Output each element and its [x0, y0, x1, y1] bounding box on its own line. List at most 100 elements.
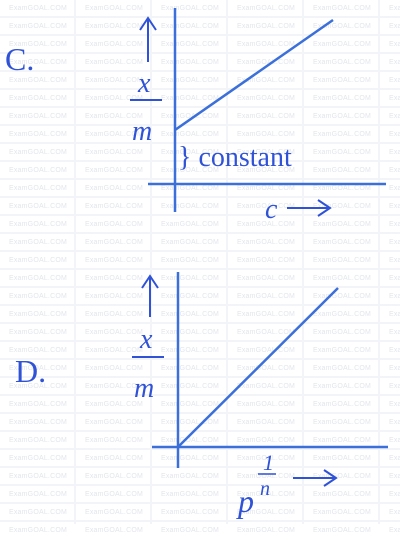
- watermark-text: ExamGOAL.COM: [8, 95, 68, 102]
- watermark-text: ExamGOAL.COM: [312, 221, 372, 228]
- watermark-text: ExamGOAL.COM: [160, 59, 220, 66]
- watermark-text: ExamGOAL.COM: [312, 419, 372, 426]
- watermark-text: ExamGOAL.COM: [160, 185, 220, 192]
- watermark-text: ExamGOAL.COM: [312, 347, 372, 354]
- watermark-text: ExamGOAL.COM: [236, 167, 296, 174]
- watermark-text: ExamGOAL.COM: [312, 473, 372, 480]
- watermark-text: ExamGOAL.COM: [160, 131, 220, 138]
- watermark-text: ExamGOAL.COM: [236, 95, 296, 102]
- watermark-row: ExamGOAL.COM ExamGOAL.COM ExamGOAL.COM Exam…: [0, 450, 400, 468]
- watermark-text: ExamGOAL.COM: [312, 329, 372, 336]
- watermark-text: ExamGOAL.COM: [236, 365, 296, 372]
- y-arrow-up-icon-d: [141, 274, 159, 317]
- watermark-text: ExamGOAL.COM: [388, 77, 400, 84]
- watermark-text: ExamGOAL.COM: [312, 59, 372, 66]
- watermark-text: ExamGOAL.COM: [388, 59, 400, 66]
- watermark-text: ExamGOAL.COM: [388, 275, 400, 282]
- watermark-text: ExamGOAL.COM: [84, 77, 144, 84]
- watermark-text: ExamGOAL.COM: [160, 401, 220, 408]
- watermark-text: ExamGOAL.COM: [388, 203, 400, 210]
- watermark-text: ExamGOAL.COM: [160, 527, 220, 534]
- watermark-text: ExamGOAL.COM: [8, 455, 68, 462]
- watermark-text: ExamGOAL.COM: [84, 131, 144, 138]
- watermark-text: ExamGOAL.COM: [312, 23, 372, 30]
- x-label-fraction-top-d: 1: [263, 450, 274, 475]
- watermark-text: ExamGOAL.COM: [236, 455, 296, 462]
- watermark-text: ExamGOAL.COM: [160, 329, 220, 336]
- watermark-text: ExamGOAL.COM: [312, 401, 372, 408]
- watermark-text: ExamGOAL.COM: [84, 149, 144, 156]
- watermark-text: ExamGOAL.COM: [160, 473, 220, 480]
- watermark-text: ExamGOAL.COM: [236, 473, 296, 480]
- watermark-text: ExamGOAL.COM: [160, 167, 220, 174]
- watermark-text: ExamGOAL.COM: [160, 419, 220, 426]
- plot-line-c: [174, 18, 334, 132]
- watermark-text: ExamGOAL.COM: [388, 23, 400, 30]
- watermark-text: ExamGOAL.COM: [312, 455, 372, 462]
- watermark-text: ExamGOAL.COM: [236, 5, 296, 12]
- watermark-text: ExamGOAL.COM: [84, 221, 144, 228]
- watermark-text: ExamGOAL.COM: [388, 491, 400, 498]
- watermark-text: ExamGOAL.COM: [388, 311, 400, 318]
- watermark-text: ExamGOAL.COM: [84, 257, 144, 264]
- watermark-row: ExamGOAL.COM ExamGOAL.COM ExamGOAL.COM Exam…: [0, 468, 400, 486]
- watermark-text: ExamGOAL.COM: [84, 491, 144, 498]
- watermark-text: ExamGOAL.COM: [84, 113, 144, 120]
- watermark-text: ExamGOAL.COM: [236, 527, 296, 534]
- watermark-text: ExamGOAL.COM: [160, 311, 220, 318]
- watermark-text: ExamGOAL.COM: [160, 5, 220, 12]
- watermark-text: ExamGOAL.COM: [388, 473, 400, 480]
- watermark-text: ExamGOAL.COM: [84, 455, 144, 462]
- y-label-denominator-d: m: [134, 373, 154, 404]
- watermark-text: ExamGOAL.COM: [84, 293, 144, 300]
- y-arrow-up-icon-c: [139, 16, 157, 62]
- watermark-text: ExamGOAL.COM: [84, 311, 144, 318]
- watermark-text: ExamGOAL.COM: [160, 149, 220, 156]
- watermark-text: ExamGOAL.COM: [312, 203, 372, 210]
- watermark-text: ExamGOAL.COM: [236, 509, 296, 516]
- watermark-text: ExamGOAL.COM: [84, 23, 144, 30]
- watermark-text: ExamGOAL.COM: [8, 509, 68, 516]
- watermark-text: ExamGOAL.COM: [84, 509, 144, 516]
- y-label-numerator-d: x: [139, 324, 153, 355]
- watermark-text: ExamGOAL.COM: [388, 131, 400, 138]
- watermark-text: ExamGOAL.COM: [388, 149, 400, 156]
- watermark-text: ExamGOAL.COM: [160, 203, 220, 210]
- watermark-text: ExamGOAL.COM: [388, 5, 400, 12]
- watermark-text: ExamGOAL.COM: [84, 437, 144, 444]
- watermark-text: ExamGOAL.COM: [160, 221, 220, 228]
- watermark-text: ExamGOAL.COM: [312, 185, 372, 192]
- watermark-row: ExamGOAL.COM ExamGOAL.COM ExamGOAL.COM Exam…: [0, 396, 400, 414]
- watermark-text: ExamGOAL.COM: [236, 275, 296, 282]
- watermark-text: ExamGOAL.COM: [388, 293, 400, 300]
- watermark-text: ExamGOAL.COM: [84, 401, 144, 408]
- watermark-text: ExamGOAL.COM: [312, 41, 372, 48]
- watermark-text: ExamGOAL.COM: [236, 149, 296, 156]
- watermark-text: ExamGOAL.COM: [236, 131, 296, 138]
- watermark-text: ExamGOAL.COM: [160, 113, 220, 120]
- watermark-text: ExamGOAL.COM: [8, 293, 68, 300]
- option-label-c: C.: [5, 41, 34, 77]
- watermark-text: ExamGOAL.COM: [8, 401, 68, 408]
- watermark-text: ExamGOAL.COM: [312, 5, 372, 12]
- watermark-text: ExamGOAL.COM: [8, 203, 68, 210]
- watermark-text: ExamGOAL.COM: [388, 527, 400, 534]
- watermark-row: ExamGOAL.COM ExamGOAL.COM ExamGOAL.COM Exam…: [0, 270, 400, 288]
- watermark-text: ExamGOAL.COM: [8, 527, 68, 534]
- watermark-text: ExamGOAL.COM: [388, 221, 400, 228]
- watermark-text: ExamGOAL.COM: [312, 437, 372, 444]
- plot-line-d: [177, 287, 339, 448]
- watermark-text: ExamGOAL.COM: [160, 23, 220, 30]
- watermark-text: ExamGOAL.COM: [388, 455, 400, 462]
- watermark-text: ExamGOAL.COM: [8, 329, 68, 336]
- watermark-text: ExamGOAL.COM: [312, 275, 372, 282]
- watermark-text: ExamGOAL.COM: [160, 275, 220, 282]
- watermark-text: ExamGOAL.COM: [84, 329, 144, 336]
